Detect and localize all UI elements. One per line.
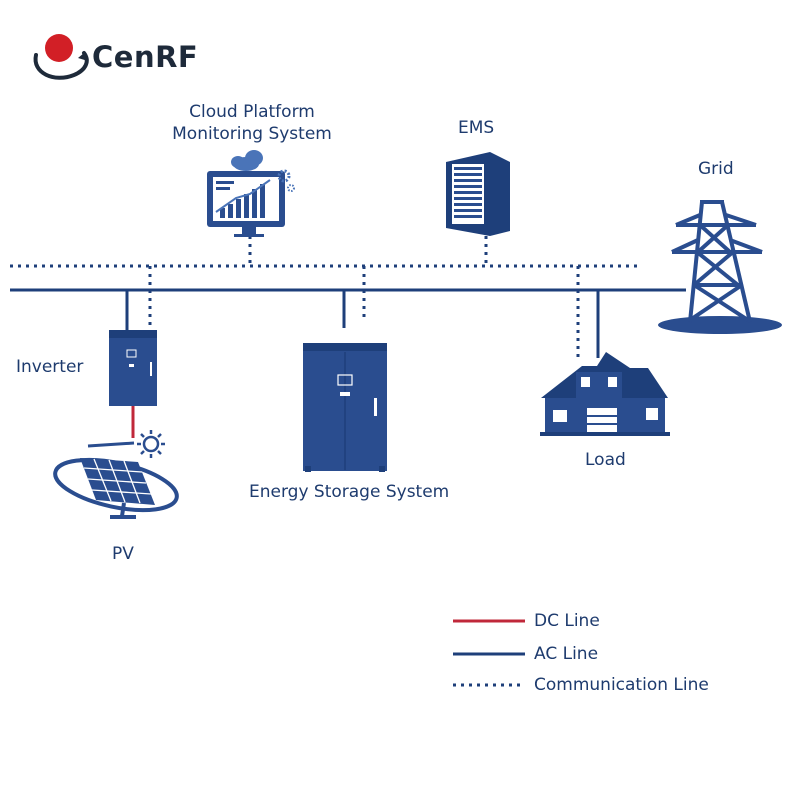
energy-storage-label: Energy Storage System: [249, 482, 450, 502]
cloud-icon: [231, 150, 263, 171]
cenrf-logo-icon: [33, 34, 89, 80]
power-tower-icon: [658, 200, 782, 334]
ems-label: EMS: [458, 118, 495, 138]
legend-comm-label: Communication Line: [534, 675, 709, 695]
pv-label: PV: [112, 544, 134, 564]
brand-name: CenRF: [92, 40, 199, 74]
grid-label: Grid: [698, 159, 734, 179]
solar-panel-icon: [53, 430, 179, 519]
cloud-monitor-icon: [207, 150, 295, 237]
cloud-platform-label-line2: Monitoring System: [172, 124, 332, 144]
server-rack-icon: [446, 152, 510, 236]
sun-icon: [137, 430, 165, 458]
cloud-platform-label: Cloud Platform Monitoring System: [158, 101, 346, 145]
inverter-cabinet-icon: [109, 330, 157, 406]
gear-icon: [277, 169, 295, 192]
cloud-platform-label-line1: Cloud Platform: [189, 102, 315, 122]
inverter-label: Inverter: [16, 357, 84, 377]
legend-ac-label: AC Line: [534, 644, 599, 664]
legend-dc-label: DC Line: [534, 611, 600, 631]
load-label: Load: [585, 450, 626, 470]
house-icon: [540, 352, 670, 436]
storage-cabinet-icon: [303, 343, 387, 472]
